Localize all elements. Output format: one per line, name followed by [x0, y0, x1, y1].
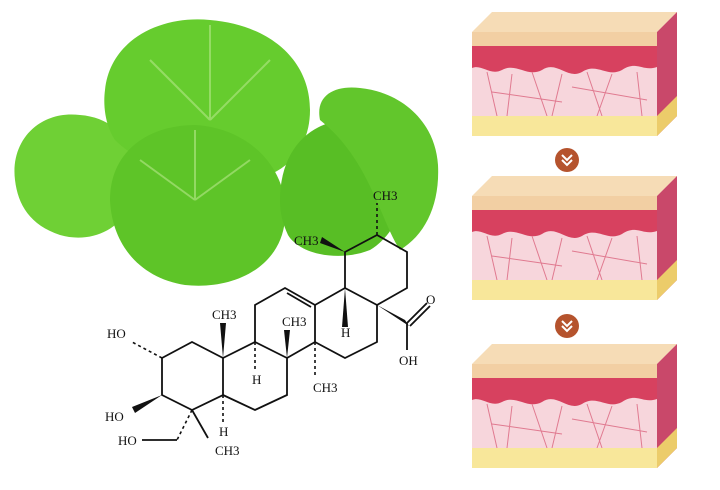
leaf-vein	[139, 25, 271, 201]
ch3-label: CH3	[212, 307, 237, 322]
chevron-down-icon	[555, 148, 579, 172]
ch3-label: CH3	[282, 314, 307, 329]
skin-layer-middle	[471, 175, 678, 301]
centella-leaves	[14, 19, 439, 286]
leaf	[319, 87, 439, 250]
ho-label: HO	[107, 326, 126, 341]
o-label: O	[426, 292, 435, 307]
oh-label: OH	[399, 353, 418, 368]
ho-label: HO	[105, 409, 124, 424]
leaf	[14, 114, 136, 238]
asiatic-acid-structure: CH3 CH3 CH3 CH3 CH3 CH3 H H H O OH HO HO…	[105, 188, 435, 458]
chevron-down-icon	[555, 314, 579, 338]
h-label: H	[341, 325, 350, 340]
h-label: H	[219, 424, 228, 439]
ch3-label: CH3	[373, 188, 398, 203]
ch3-label: CH3	[294, 233, 319, 248]
skin-layer-before	[471, 11, 678, 137]
ch3-label: CH3	[215, 443, 240, 458]
h-label: H	[252, 372, 261, 387]
ch3-label: CH3	[313, 380, 338, 395]
skin-layer-after	[471, 343, 678, 469]
ho-label: HO	[118, 433, 137, 448]
